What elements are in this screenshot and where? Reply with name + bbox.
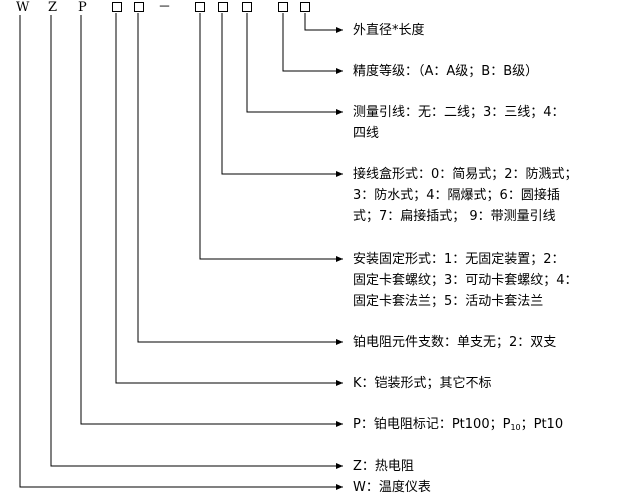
desc-thermal-resistance: Z：热电阻 bbox=[353, 459, 414, 474]
desc-mounting: 安装固定形式：1：无固定装置；2： 固定卡套螺纹；3：可动卡套螺纹；4： 固定卡… bbox=[353, 252, 578, 309]
connector-junction bbox=[221, 13, 343, 177]
connector-k bbox=[115, 13, 343, 386]
code-letter-z: Z bbox=[48, 0, 58, 15]
desc-platinum-mark: P：铂电阻标记：Pt100；P10；Pt10 bbox=[353, 417, 564, 432]
connector-lead bbox=[246, 13, 343, 115]
desc-junction-box: 接线盒形式：0：简易式；2：防溅式； 3：防水式；4：隔爆式；6：圆接插 式；7… bbox=[353, 167, 578, 224]
code-box-junction bbox=[218, 2, 228, 12]
code-box-elements bbox=[134, 2, 144, 12]
connector-size bbox=[304, 13, 343, 33]
code-box-lead bbox=[242, 2, 252, 12]
code-box-size bbox=[300, 2, 310, 12]
code-dash: － bbox=[158, 0, 172, 15]
code-box-k bbox=[112, 2, 122, 12]
code-box-accuracy bbox=[278, 2, 288, 12]
desc-size: 外直径*长度 bbox=[353, 23, 425, 38]
connector-p bbox=[80, 15, 343, 427]
code-box-mounting bbox=[195, 2, 205, 12]
desc-lead: 测量引线：无：二线；3：三线；4： 四线 bbox=[353, 105, 565, 141]
code-letter-w: W bbox=[16, 0, 30, 15]
connector-mounting bbox=[199, 13, 343, 262]
connector-elements bbox=[137, 13, 343, 345]
code-letter-p: P bbox=[78, 0, 87, 15]
desc-accuracy: 精度等级：（A：A级；B：B级） bbox=[353, 64, 539, 79]
desc-temperature-instrument: W：温度仪表 bbox=[353, 480, 431, 495]
connector-z bbox=[50, 15, 343, 469]
connector-accuracy bbox=[282, 13, 343, 74]
desc-armored: K：铠装形式；其它不标 bbox=[353, 376, 492, 391]
connector-w bbox=[19, 15, 343, 490]
desc-element-count: 铂电阻元件支数：单支无；2：双支 bbox=[353, 335, 557, 350]
